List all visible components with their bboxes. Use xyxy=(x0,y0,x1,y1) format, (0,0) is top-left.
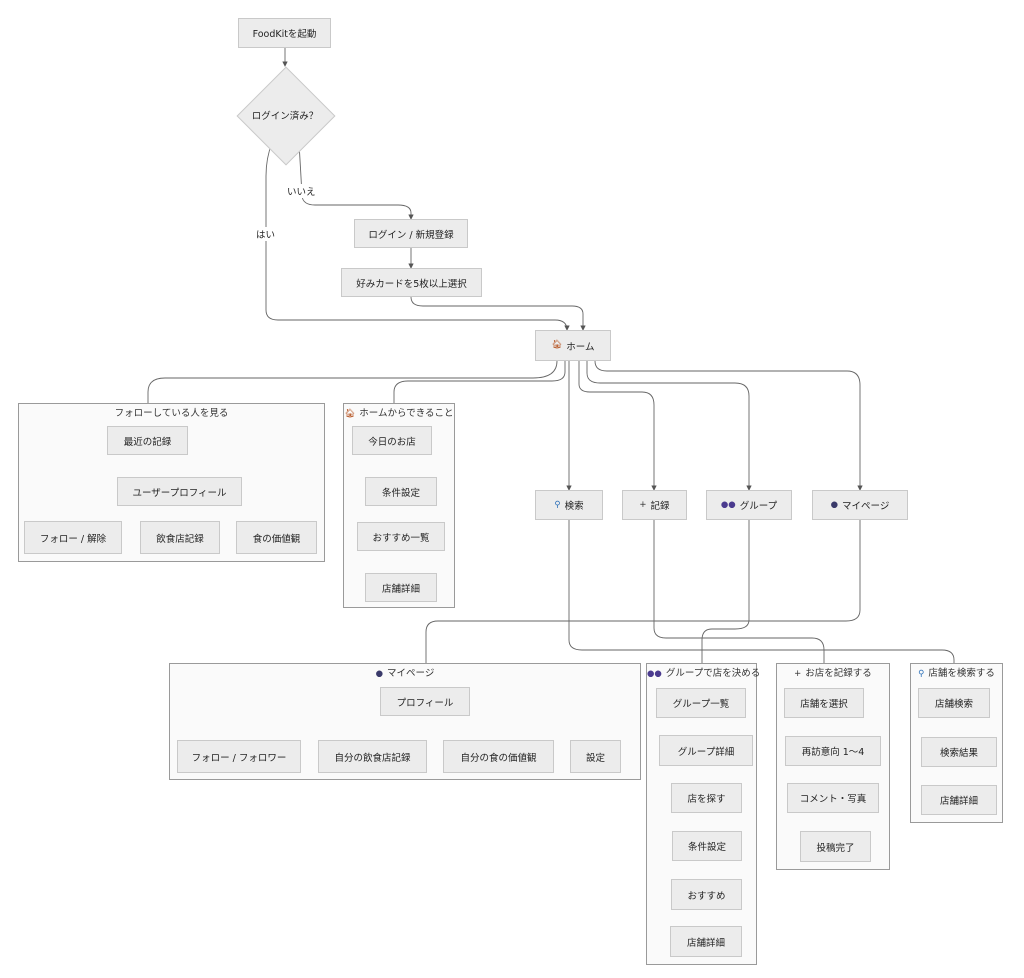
node-comment-photo[interactable]: コメント・写真 xyxy=(787,783,879,813)
node-select-shop[interactable]: 店舗を選択 xyxy=(784,688,864,718)
node-search[interactable]: ⚲検索 xyxy=(535,490,603,520)
edge-label-yes: はい xyxy=(256,227,276,241)
edge-group-grouplist xyxy=(699,520,750,689)
edge-home-record xyxy=(578,361,657,491)
cluster-title: ⚲店舗を検索する xyxy=(918,668,995,679)
edge-decision-login xyxy=(298,142,414,220)
search-icon: ⚲ xyxy=(918,669,925,679)
user-icon: ● xyxy=(830,499,839,510)
node-decision[interactable]: ログイン済み？ xyxy=(236,66,336,166)
node-recent[interactable]: 最近の記録 xyxy=(107,426,188,455)
user-icon: ● xyxy=(375,669,384,679)
cluster-title: +お店を記録する xyxy=(794,668,872,679)
node-group-detail[interactable]: グループ詳細 xyxy=(659,735,753,766)
edge-record-selectshop xyxy=(653,520,827,689)
node-profile[interactable]: プロフィール xyxy=(380,687,470,716)
search-icon: ⚲ xyxy=(554,499,561,510)
node-today-shop[interactable]: 今日のお店 xyxy=(352,426,432,455)
plus-icon: + xyxy=(794,669,802,679)
group-icon: ●● xyxy=(647,669,662,679)
node-follow-unfollow[interactable]: フォロー / 解除 xyxy=(24,521,122,554)
node-cards[interactable]: 好みカードを5枚以上選択 xyxy=(341,268,482,297)
edge-home-mypage xyxy=(594,360,863,491)
node-group-recommend[interactable]: おすすめ xyxy=(671,879,742,910)
node-start[interactable]: FoodKitを起動 xyxy=(238,18,331,48)
house-icon: 🏠︎ xyxy=(551,340,563,351)
cluster-title: フォローしている人を見る xyxy=(114,408,229,419)
node-revisit[interactable]: 再訪意向 1〜4 xyxy=(785,736,881,766)
node-mypage[interactable]: ●マイページ xyxy=(812,490,908,520)
plus-icon: + xyxy=(639,499,647,510)
node-home[interactable]: 🏠︎ホーム xyxy=(535,330,611,361)
edge-home-recent xyxy=(145,360,558,427)
node-recommend-list[interactable]: おすすめ一覧 xyxy=(357,522,445,551)
node-post-done[interactable]: 投稿完了 xyxy=(800,831,871,862)
edge-label-no: いいえ xyxy=(287,184,316,198)
node-shop-detail-home[interactable]: 店舗詳細 xyxy=(365,573,437,602)
node-shop-detail-search[interactable]: 店舗詳細 xyxy=(921,785,997,815)
cluster-title: ●マイページ xyxy=(375,668,435,679)
node-group-conditions[interactable]: 条件設定 xyxy=(672,831,742,861)
edge-decision-home xyxy=(265,142,570,331)
node-user-profile[interactable]: ユーザープロフィール xyxy=(117,477,242,506)
node-my-values[interactable]: 自分の食の価値観 xyxy=(443,740,554,773)
cluster-title: ●●グループで店を決める xyxy=(647,668,761,679)
node-my-records[interactable]: 自分の飲食店記録 xyxy=(318,740,427,773)
cluster-title: 🏠︎ホームからできること xyxy=(344,408,454,419)
house-icon: 🏠︎ xyxy=(344,409,356,419)
node-settings[interactable]: 設定 xyxy=(570,740,621,773)
node-group[interactable]: ●●グループ xyxy=(706,490,792,520)
group-icon: ●● xyxy=(720,499,736,510)
edge-cards-home xyxy=(410,296,586,331)
decision-label: ログイン済み？ xyxy=(251,111,319,122)
node-login[interactable]: ログイン / 新規登録 xyxy=(354,219,468,248)
node-search-results[interactable]: 検索結果 xyxy=(921,737,997,767)
node-find-shop[interactable]: 店を探す xyxy=(671,783,742,813)
edge-mypage-profile xyxy=(423,520,861,688)
node-record[interactable]: +記録 xyxy=(622,490,687,520)
node-food-values[interactable]: 食の価値観 xyxy=(236,521,317,554)
node-conditions[interactable]: 条件設定 xyxy=(365,477,437,506)
edge-search-shopsearch xyxy=(568,520,957,689)
edge-home-today xyxy=(391,361,566,427)
edge-home-group xyxy=(586,361,752,491)
node-group-list[interactable]: グループ一覧 xyxy=(656,688,746,718)
node-shop-search[interactable]: 店舗検索 xyxy=(918,688,990,718)
node-follow-follower[interactable]: フォロー / フォロワー xyxy=(177,740,301,773)
node-group-shop-detail[interactable]: 店舗詳細 xyxy=(670,926,742,957)
node-restaurant-records[interactable]: 飲食店記録 xyxy=(140,521,220,554)
